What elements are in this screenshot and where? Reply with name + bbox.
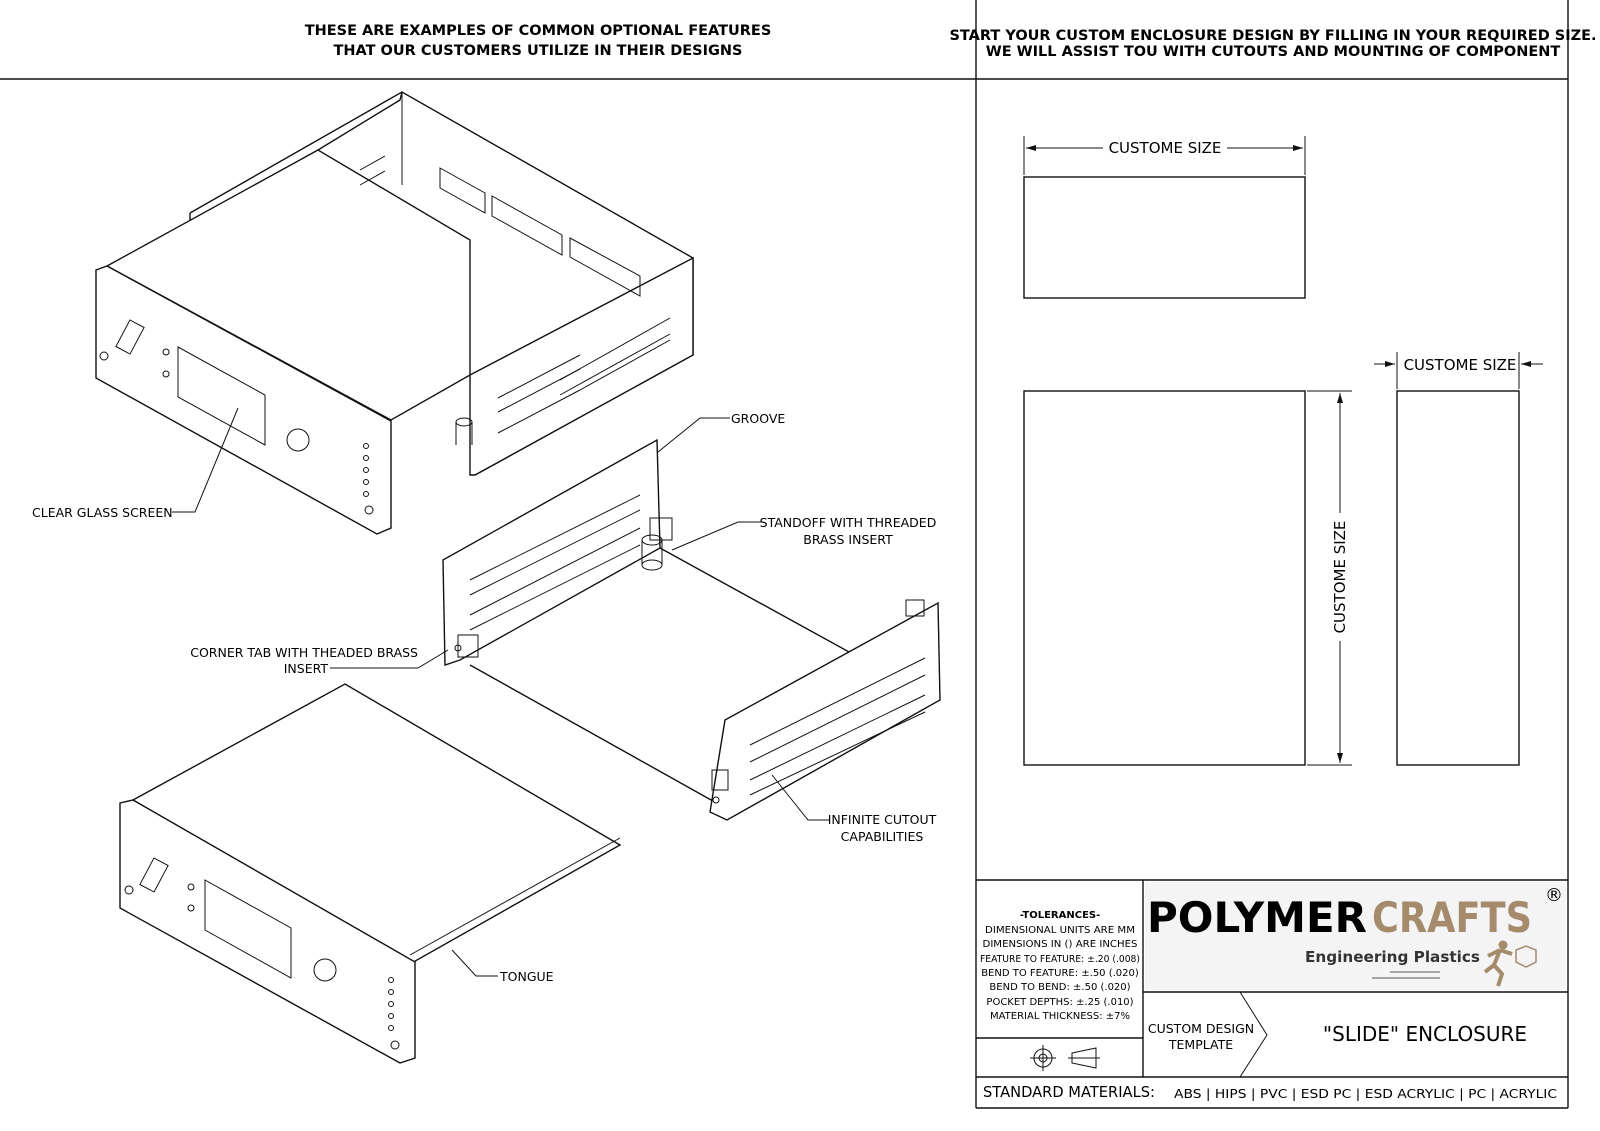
tolerances-title: -TOLERANCES-	[1020, 910, 1101, 921]
template-label-line1: CUSTOM DESIGN	[1148, 1021, 1254, 1036]
callout-cutout-line2: CAPABILITIES	[841, 829, 924, 844]
callout-groove: GROOVE	[731, 411, 785, 426]
logo-text-crafts: CRAFTS	[1372, 893, 1532, 942]
tolerance-line: BEND TO FEATURE: ±.50 (.020)	[981, 968, 1139, 979]
materials-label: STANDARD MATERIALS:	[983, 1083, 1155, 1101]
logo-tagline: Engineering Plastics	[1305, 948, 1480, 966]
left-header-line1: THESE ARE EXAMPLES OF COMMON OPTIONAL FE…	[305, 23, 772, 39]
callout-tongue: TONGUE	[499, 969, 554, 984]
right-header-line1: START YOUR CUSTOM ENCLOSURE DESIGN BY FI…	[949, 28, 1596, 44]
template-label-line2: TEMPLATE	[1168, 1037, 1233, 1052]
lid-part-drawing	[119, 683, 622, 1064]
materials-list: ABS | HIPS | PVC | ESD PC | ESD ACRYLIC …	[1174, 1086, 1557, 1101]
title-block	[976, 879, 1568, 1109]
front-view-rect	[1023, 390, 1306, 766]
callout-clear-glass-screen: CLEAR GLASS SCREEN	[32, 505, 173, 520]
polymercrafts-logo: POLYMER CRAFTS ® Engineering Plastics	[1147, 885, 1563, 987]
running-man-icon	[1483, 940, 1537, 987]
logo-text-polymer: POLYMER	[1147, 893, 1367, 942]
assembled-enclosure-drawing	[95, 91, 694, 535]
right-header-line2: WE WILL ASSIST TOU WITH CUTOUTS AND MOUN…	[986, 44, 1561, 60]
registered-mark: ®	[1545, 885, 1563, 906]
tolerance-line: BEND TO BEND: ±.50 (.020)	[989, 982, 1130, 993]
drawing-title: "SLIDE" ENCLOSURE	[1323, 1022, 1527, 1046]
dim-width-label: CUSTOME SIZE	[1109, 139, 1222, 157]
tolerance-line: MATERIAL THICKNESS: ±7%	[990, 1011, 1130, 1022]
third-angle-projection-icon	[1030, 1045, 1100, 1071]
dim-depth-label: CUSTOME SIZE	[1404, 356, 1517, 374]
callout-standoff-line1: STANDOFF WITH THREADED	[760, 515, 937, 530]
callout-cutout-line1: INFINITE CUTOUT	[828, 812, 937, 827]
tolerance-line: FEATURE TO FEATURE: ±.20 (.008)	[980, 954, 1140, 965]
tolerance-line: DIMENSIONS IN () ARE INCHES	[983, 939, 1138, 950]
callout-standoff-line2: BRASS INSERT	[803, 532, 893, 547]
left-header-line2: THAT OUR CUSTOMERS UTILIZE IN THEIR DESI…	[334, 43, 743, 59]
callout-corner-tab-line2: INSERT	[284, 661, 329, 676]
tolerance-line: POCKET DEPTHS: ±.25 (.010)	[986, 997, 1133, 1008]
callout-corner-tab-line1: CORNER TAB WITH THEADED BRASS	[190, 645, 418, 660]
top-view-rect	[1023, 176, 1306, 299]
side-view-rect	[1396, 390, 1520, 766]
dim-height-label: CUSTOME SIZE	[1331, 521, 1349, 634]
base-part-drawing	[442, 438, 941, 821]
tolerance-line: DIMENSIONAL UNITS ARE MM	[985, 925, 1135, 936]
